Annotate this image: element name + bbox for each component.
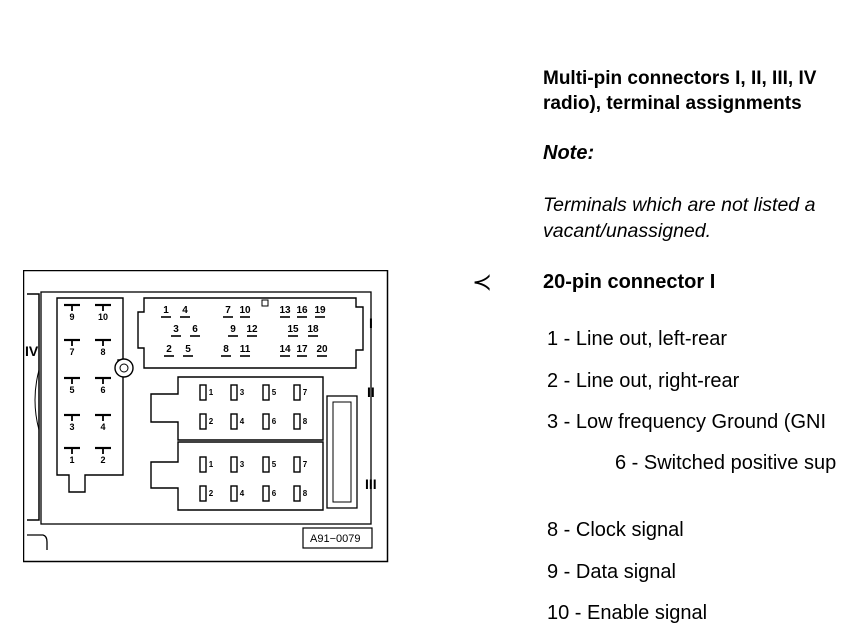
receptacle-icon [293,456,301,473]
list-item: 3 - Low frequency Ground (GNI [547,411,827,433]
pin-number: 8 [303,417,308,426]
list-item: 1 - Line out, left-rear [547,328,728,350]
receptacle-icon [293,413,301,430]
pin-number: 2 [209,417,214,426]
receptacle-icon [262,485,270,502]
pin-number: 6 [192,324,198,335]
connector-ii-pins: 1 3 5 7 2 4 6 8 [199,384,308,430]
list-item: 6 - Switched positive sup [615,452,837,474]
receptacle-icon [230,384,238,401]
connector-iv-pins: 9 10 7 8 5 6 3 4 1 2 [64,303,111,465]
receptacle-icon [230,413,238,430]
pin-number: 4 [100,422,105,432]
pin-number: 6 [272,417,277,426]
pin-number: 20 [316,344,328,355]
pin-number: 9 [69,312,74,322]
connector-iii-pins: 1 3 5 7 2 4 6 8 [199,456,308,502]
receptacle-icon [262,384,270,401]
pin-number: 1 [209,388,214,397]
pin-number: 3 [240,460,245,469]
pin-number: 8 [100,347,105,357]
roman-label-iv: IV [25,343,39,359]
pin-number: 9 [230,324,236,335]
pin-number: 12 [246,324,258,335]
pin-number: 6 [100,385,105,395]
page-title-line2: radio), terminal assignments [543,93,802,114]
receptacle-icon [230,485,238,502]
pin-number: 18 [307,324,319,335]
roman-label-iii: III [365,476,377,492]
connector-ii-outline [150,376,324,441]
figure-id: A91−0079 [310,533,360,545]
pin-number: 2 [166,344,172,355]
pin-number: 7 [69,347,74,357]
pin-number: 1 [209,460,214,469]
pin-number: 7 [225,305,231,316]
receptacle-icon [230,456,238,473]
list-item: 2 - Line out, right-rear [547,370,740,392]
pin-number: 19 [314,305,326,316]
pin-number: 2 [100,455,105,465]
pin-number: 5 [272,388,277,397]
pin-number: 14 [279,344,291,355]
page-title: Multi-pin connectors I, II, III, IV radi… [543,66,816,116]
mounting-post-icon [114,358,134,378]
pin-number: 3 [240,388,245,397]
pin-number: 15 [287,324,299,335]
pin-number: 1 [69,455,74,465]
receptacle-icon [293,485,301,502]
pin-number: 1 [163,305,169,316]
roman-label-ii: II [367,384,375,400]
receptacle-icon [262,456,270,473]
pin-number: 10 [98,312,108,322]
receptacle-icon [199,413,207,430]
receptacle-icon [199,456,207,473]
list-item: 9 - Data signal [547,561,676,583]
roman-label-i: I [369,315,373,331]
pin-number: 8 [223,344,229,355]
note-label: Note: [543,142,595,164]
pin-number: 17 [296,344,308,355]
pin-number: 4 [240,489,245,498]
pin-number: 11 [240,344,251,355]
pin-number: 16 [296,305,308,316]
connector-i-outline [137,297,364,369]
pin-number: 5 [185,344,191,355]
pin-number: 4 [240,417,245,426]
list-item: 10 - Enable signal [547,602,708,624]
pin-number: 8 [303,489,308,498]
receptacle-icon [262,413,270,430]
pin-number: 6 [272,489,277,498]
pin-number: 3 [69,422,74,432]
note-text-line2: vacant/unassigned. [543,220,712,242]
section-title: 20-pin connector I [543,271,716,293]
pin-number: 4 [182,305,188,316]
connector-iii-outline [150,441,324,511]
receptacle-icon [199,384,207,401]
note-text: Terminals which are not listed a vacant/… [543,192,815,244]
list-item: 8 - Clock signal [547,519,684,541]
pin-number: 13 [279,305,291,316]
pin-number: 5 [69,385,74,395]
pin-number: 7 [303,388,308,397]
receptacle-icon [293,384,301,401]
pin-number: 10 [239,305,251,316]
pin-number: 2 [209,489,214,498]
back-arrow-icon[interactable]: ≺ [472,269,493,296]
pin-number: 5 [272,460,277,469]
pin-number: 7 [303,460,308,469]
note-text-line1: Terminals which are not listed a [543,194,816,216]
page-title-line1: Multi-pin connectors I, II, III, IV [543,68,817,89]
receptacle-icon [199,485,207,502]
pin-number: 3 [173,324,179,335]
figure-id-box [302,527,373,549]
